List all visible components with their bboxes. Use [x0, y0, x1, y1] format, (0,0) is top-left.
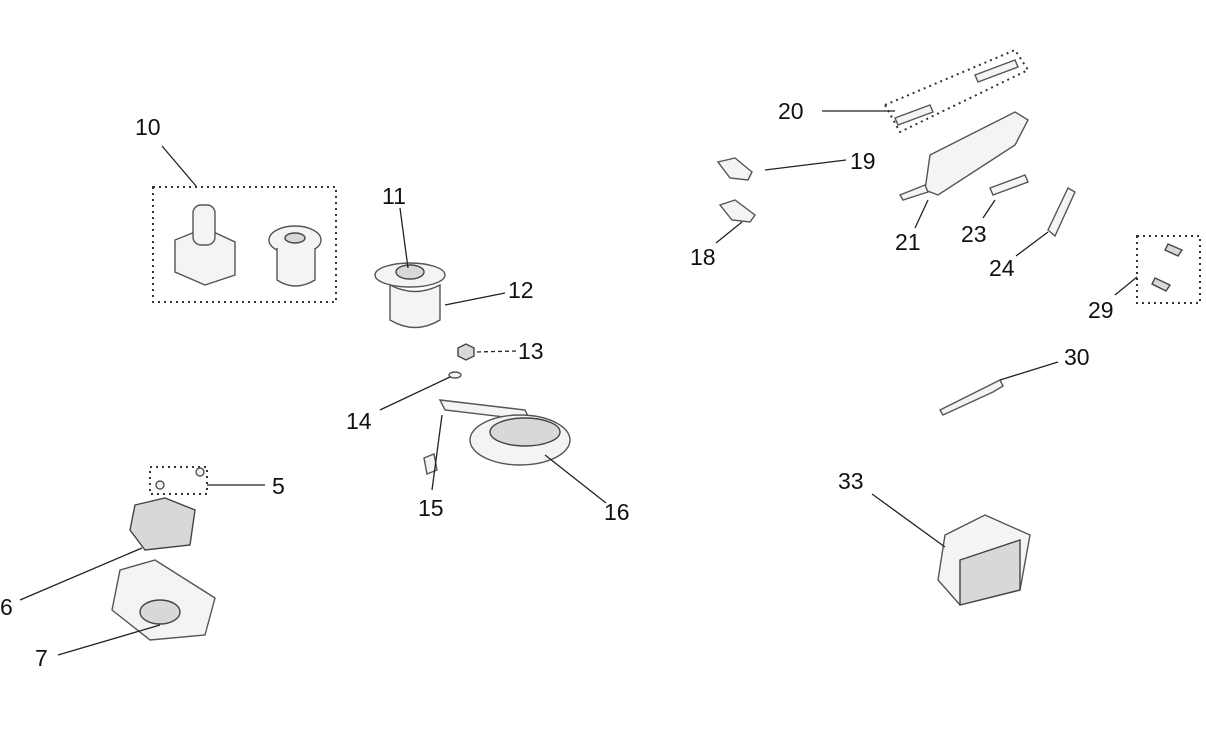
part-18-bulb	[718, 199, 756, 223]
part-6-switch-housing	[129, 497, 196, 551]
label-23: 23	[961, 221, 987, 247]
label-6: 6	[0, 594, 13, 620]
label-16: 16	[604, 499, 630, 525]
part-29-screws	[1136, 235, 1201, 304]
part-24-bracket	[1047, 187, 1076, 238]
label-13: 13	[518, 338, 544, 364]
label-33: 33	[838, 468, 864, 494]
label-10: 10	[135, 114, 161, 140]
label-12: 12	[508, 277, 534, 303]
label-14: 14	[346, 408, 372, 434]
part-14-washer	[448, 371, 462, 379]
part-16-horn	[438, 399, 571, 466]
label-29: 29	[1088, 297, 1114, 323]
part-23-fuse	[989, 174, 1029, 196]
part-33-module	[937, 514, 1031, 606]
label-21: 21	[895, 229, 921, 255]
label-11: 11	[382, 183, 406, 209]
part-11-12-ignition-switch	[374, 262, 446, 329]
part-7-switch-housing-lower	[111, 559, 216, 641]
leader-lines	[19, 110, 1138, 656]
label-30: 30	[1064, 344, 1090, 370]
part-19-bulb	[716, 157, 753, 181]
label-15: 15	[418, 495, 444, 521]
label-18: 18	[690, 244, 716, 270]
label-5: 5	[272, 473, 285, 499]
part-5-screws	[149, 466, 208, 495]
label-24: 24	[989, 255, 1015, 281]
part-15-bolt	[423, 453, 438, 475]
part-30-terminal	[939, 379, 1004, 416]
label-20: 20	[778, 98, 804, 124]
part-13-nut	[457, 343, 475, 361]
part-20-fuse-set	[883, 48, 1030, 134]
label-7: 7	[35, 645, 48, 671]
label-19: 19	[850, 148, 876, 174]
part-10-lock-set	[152, 186, 337, 303]
part-21-fuse-box	[898, 111, 1029, 201]
